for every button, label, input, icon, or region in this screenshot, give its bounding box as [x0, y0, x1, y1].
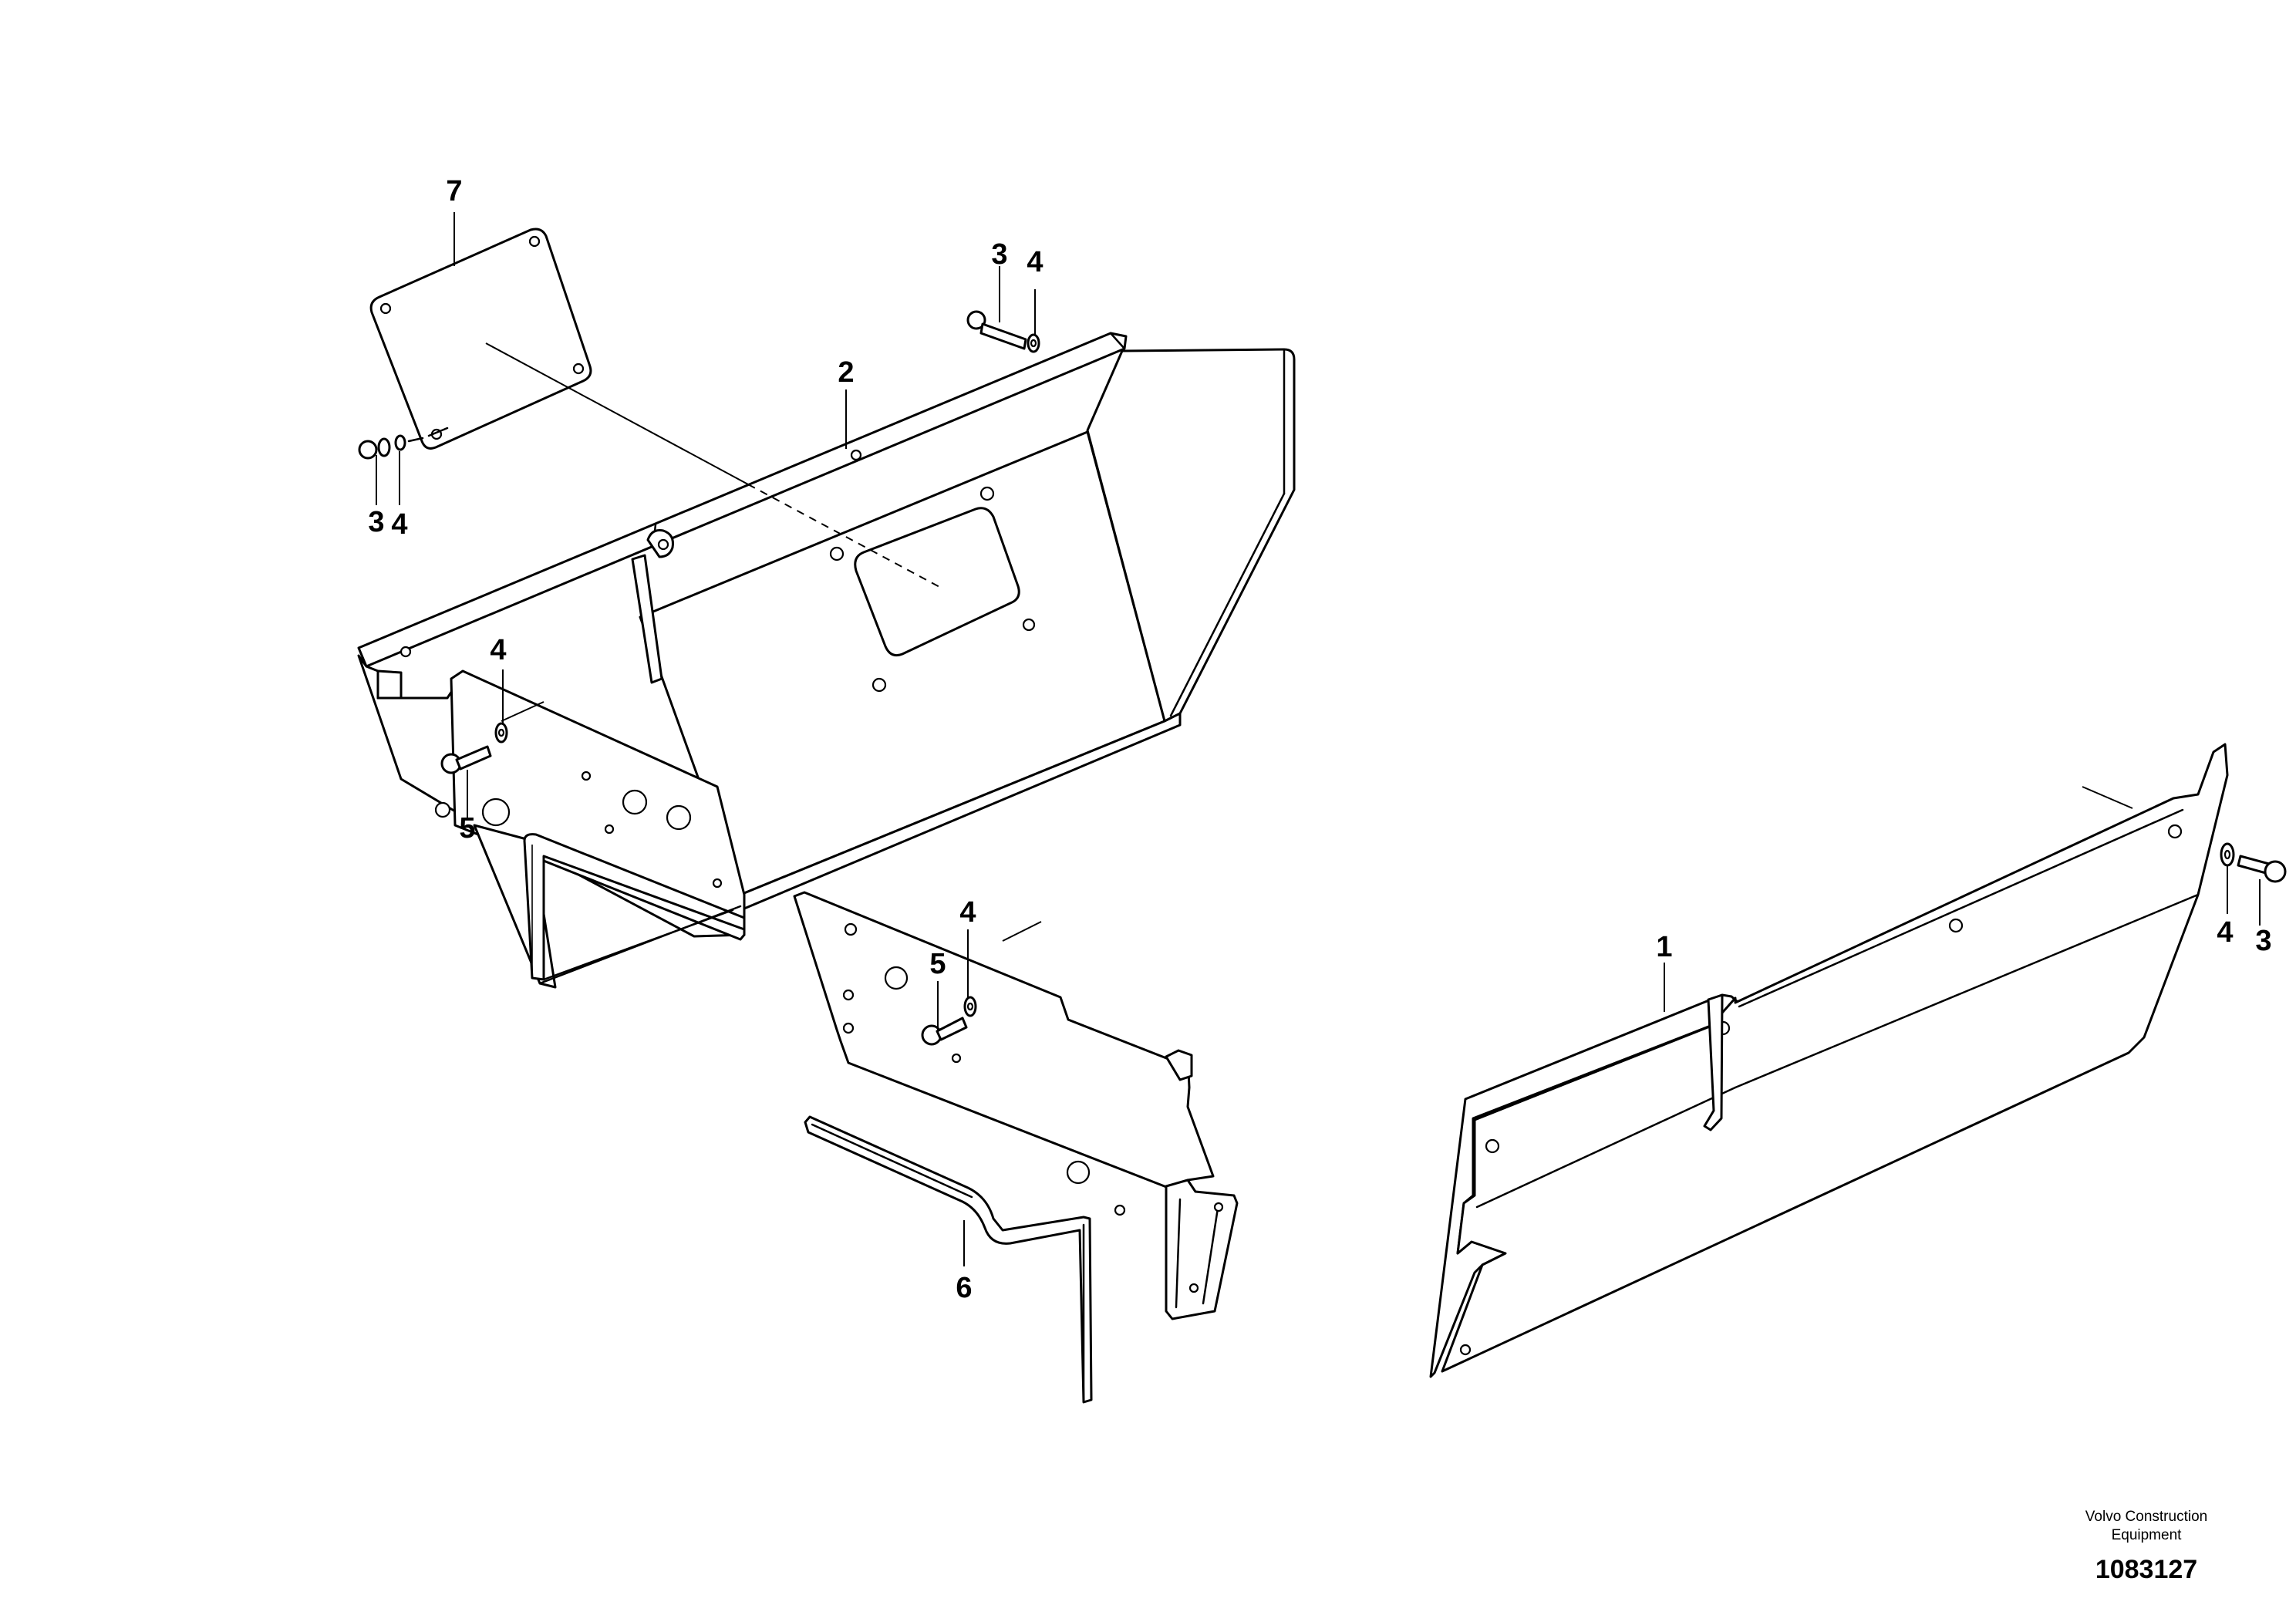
credit-line-1: Volvo Construction — [2085, 1509, 2208, 1525]
part-1-side-panel — [1429, 743, 2229, 1378]
fastener-low — [921, 996, 977, 1046]
callout-4-left: 4 — [391, 508, 408, 541]
callout-1: 1 — [1656, 931, 1673, 963]
publisher-credit: Volvo Construction Equipment — [2046, 1508, 2247, 1545]
callout-3-top: 3 — [991, 238, 1008, 271]
callout-3-right: 3 — [2255, 925, 2272, 957]
part-2-housing — [357, 332, 1296, 989]
callout-4-low: 4 — [959, 896, 976, 929]
fastener-left — [358, 434, 424, 460]
callout-5-low: 5 — [929, 948, 946, 980]
callout-4-right: 4 — [2217, 916, 2234, 949]
part-6-strap — [804, 1115, 1093, 1404]
callout-2: 2 — [838, 356, 855, 389]
part-7-cover-plate — [369, 228, 592, 450]
document-number: 1083127 — [2095, 1555, 2198, 1584]
fastener-mid — [440, 722, 508, 774]
fastener-right — [2220, 842, 2287, 883]
credit-line-2: Equipment — [2111, 1527, 2182, 1543]
callout-7: 7 — [446, 175, 463, 207]
callout-3-left: 3 — [368, 506, 385, 538]
leader-lines — [376, 212, 2261, 1266]
fastener-top — [966, 310, 1040, 353]
callout-4-mid: 4 — [490, 634, 507, 666]
callout-6: 6 — [956, 1272, 973, 1304]
callout-4-top: 4 — [1027, 246, 1043, 278]
callout-5-mid: 5 — [459, 812, 476, 845]
lower-mounting-plate — [793, 891, 1239, 1320]
